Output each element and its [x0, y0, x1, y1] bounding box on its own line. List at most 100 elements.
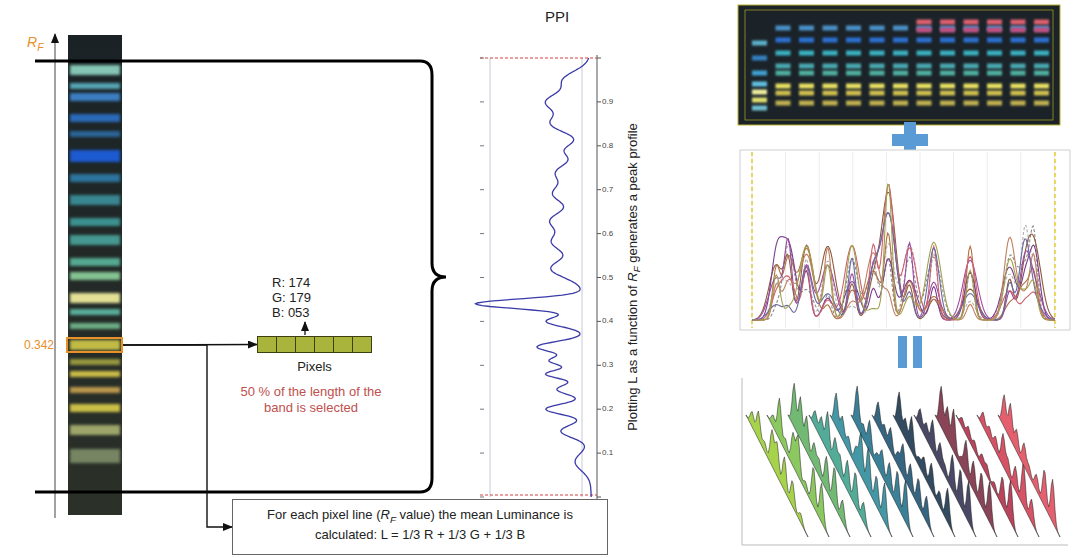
plate-band — [987, 91, 1002, 96]
plate-band — [987, 20, 1002, 25]
lane-band — [70, 235, 120, 245]
plate-band — [964, 71, 979, 76]
lane-band — [70, 114, 120, 122]
3d-profile-plot — [742, 378, 1068, 545]
lane-band — [70, 218, 120, 226]
plate-band — [893, 84, 908, 89]
tick-label: 0.7 — [602, 185, 613, 195]
plate-band — [964, 38, 979, 43]
plate-band — [776, 84, 791, 89]
plate-band — [940, 101, 955, 106]
plate-band — [752, 98, 767, 103]
curly-brace — [420, 61, 446, 492]
connector — [123, 345, 232, 527]
chart-ground — [740, 150, 1070, 330]
plate-band — [752, 56, 767, 61]
lane-band — [70, 404, 120, 412]
lane-band — [70, 387, 120, 393]
plate-band — [823, 91, 838, 96]
plate-band — [1034, 28, 1049, 33]
axis-tick — [480, 321, 484, 322]
tlc-lane — [68, 35, 122, 515]
plate-band — [870, 91, 885, 96]
axis-tick — [480, 365, 484, 366]
node-text: Pixels — [258, 359, 371, 374]
plate-band — [870, 71, 885, 76]
band-selection: 0.342 — [66, 337, 123, 353]
plate-band — [776, 71, 791, 76]
plate-band — [940, 51, 955, 56]
lane-band — [70, 131, 120, 137]
plate-band — [1011, 51, 1026, 56]
tick-label: 0.3 — [602, 360, 613, 370]
axis-tick — [480, 409, 484, 410]
plate-band — [917, 20, 932, 25]
grid-line — [582, 58, 583, 497]
dashed-limit — [1054, 152, 1055, 328]
axis-tick — [597, 321, 601, 322]
grid-line — [1054, 152, 1055, 328]
plate-band — [823, 101, 838, 106]
plate-band — [823, 84, 838, 89]
lane-band — [70, 371, 120, 377]
plate-band — [846, 64, 861, 69]
plate-band — [846, 101, 861, 106]
axis-tick — [597, 101, 601, 102]
axis-tick — [480, 453, 484, 454]
axis-tick — [480, 101, 484, 102]
plate-band — [1034, 84, 1049, 89]
plate-band — [776, 101, 791, 106]
profile-ribbon — [935, 386, 997, 537]
plate-band — [1011, 71, 1026, 76]
plate-band — [870, 84, 885, 89]
lane-band — [70, 65, 120, 75]
plate-band — [799, 26, 814, 31]
plate-band — [870, 101, 885, 106]
plate-band — [940, 84, 955, 89]
plate-band — [799, 51, 814, 56]
plate-band — [987, 71, 1002, 76]
plate-band — [752, 90, 767, 95]
plate-band — [917, 84, 932, 89]
plate-band — [893, 51, 908, 56]
dashed-limit — [751, 152, 752, 328]
plate-band — [940, 20, 955, 25]
plate-band — [987, 101, 1002, 106]
plate-band — [1034, 38, 1049, 43]
plate-band — [964, 91, 979, 96]
plate-band — [917, 38, 932, 43]
pixel-strip: Pixels — [257, 336, 372, 353]
plate-band — [893, 38, 908, 43]
plate-band — [917, 51, 932, 56]
plate-band — [940, 38, 955, 43]
axis-tick — [480, 233, 484, 234]
plate-band — [893, 101, 908, 106]
plate-band — [823, 51, 838, 56]
plate-band — [1034, 71, 1049, 76]
plate-band — [799, 71, 814, 76]
plate-band — [1034, 91, 1049, 96]
axis-caption: Plotting L as a function of RF generates… — [625, 123, 643, 431]
axis-tick — [597, 189, 601, 190]
peak-profile-chart — [476, 55, 602, 500]
axis-tick — [480, 145, 484, 146]
plate-band — [752, 41, 767, 46]
rgb-value: G: 179 — [272, 290, 311, 306]
lane-band — [70, 174, 120, 182]
tick-label: 0.6 — [602, 229, 613, 239]
dashed-limit — [480, 58, 597, 59]
plate-band — [987, 84, 1002, 89]
plate-band — [846, 84, 861, 89]
plate-band — [1011, 91, 1026, 96]
plate-band — [799, 64, 814, 69]
plate-band — [1011, 84, 1026, 89]
node-text: 0.342 — [24, 338, 54, 352]
lane-band — [70, 272, 120, 280]
plate-frame — [745, 10, 1053, 120]
axis-tick — [480, 189, 484, 190]
axis-tick — [597, 277, 601, 278]
plate-band — [799, 101, 814, 106]
profile-ribbon — [998, 395, 1060, 537]
